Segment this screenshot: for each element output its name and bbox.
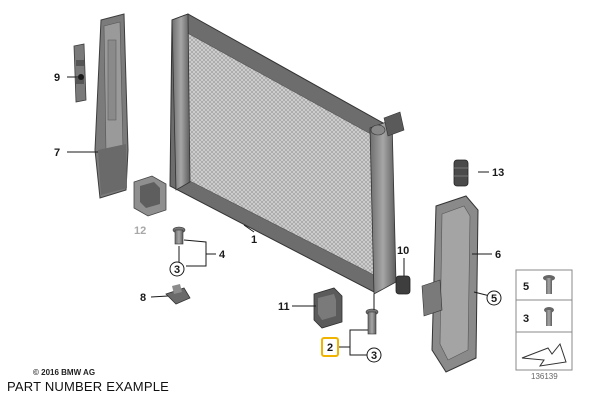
svg-text:10: 10	[397, 245, 409, 257]
legend-label-3: 3	[523, 313, 529, 325]
svg-text:3: 3	[523, 313, 529, 325]
callout-4: 4	[219, 249, 226, 261]
legend-box	[515, 269, 573, 371]
clip-part-8	[165, 284, 191, 305]
mount-part-12	[133, 175, 167, 217]
legend-clip-icon	[544, 307, 554, 326]
callout-7: 7	[54, 147, 60, 159]
leader-lines	[67, 76, 492, 356]
bolt-right	[365, 308, 379, 335]
callout-8: 8	[140, 292, 146, 304]
legend-label-5: 5	[523, 281, 529, 293]
diagram-number: 136139	[531, 372, 558, 381]
svg-text:5: 5	[523, 281, 529, 293]
svg-text:6: 6	[495, 249, 501, 261]
bellow-part-13	[453, 159, 469, 187]
callout-12: 12	[134, 225, 146, 237]
callout-3-left: 3	[169, 261, 185, 277]
svg-text:5: 5	[491, 293, 497, 305]
legend-arrow-icon	[521, 342, 567, 367]
part-number-caption: PART NUMBER EXAMPLE	[7, 379, 170, 394]
svg-text:7: 7	[54, 147, 60, 159]
svg-text:3: 3	[174, 264, 180, 276]
legend-screw-icon	[543, 275, 555, 294]
svg-text:8: 8	[140, 292, 146, 304]
callout-10: 10	[397, 245, 409, 257]
callout-6: 6	[495, 249, 501, 261]
copyright-notice: © 2016 BMW AG	[33, 368, 96, 377]
svg-text:2: 2	[327, 342, 333, 354]
left-bracket-part-7	[94, 13, 129, 199]
radiator-part-1	[169, 13, 405, 295]
svg-text:4: 4	[219, 249, 226, 261]
callout-1: 1	[251, 234, 257, 246]
svg-text:12: 12	[134, 225, 146, 237]
callout-11: 11	[278, 301, 290, 313]
svg-text:13: 13	[492, 167, 504, 179]
callout-2-highlighted: 2	[321, 337, 339, 357]
callout-5: 5	[486, 290, 502, 306]
rubber-mount-part-11	[313, 287, 343, 329]
callout-3-right: 3	[366, 347, 382, 363]
svg-text:11: 11	[278, 301, 290, 313]
svg-text:9: 9	[54, 72, 60, 84]
tank-part-6	[421, 195, 479, 373]
rubber-part-10	[395, 275, 411, 295]
svg-text:3: 3	[371, 350, 377, 362]
svg-text:1: 1	[251, 234, 257, 246]
clip-part-9	[73, 43, 87, 103]
callout-9: 9	[54, 72, 84, 84]
bolt-left	[172, 226, 186, 245]
callout-13: 13	[492, 167, 504, 179]
